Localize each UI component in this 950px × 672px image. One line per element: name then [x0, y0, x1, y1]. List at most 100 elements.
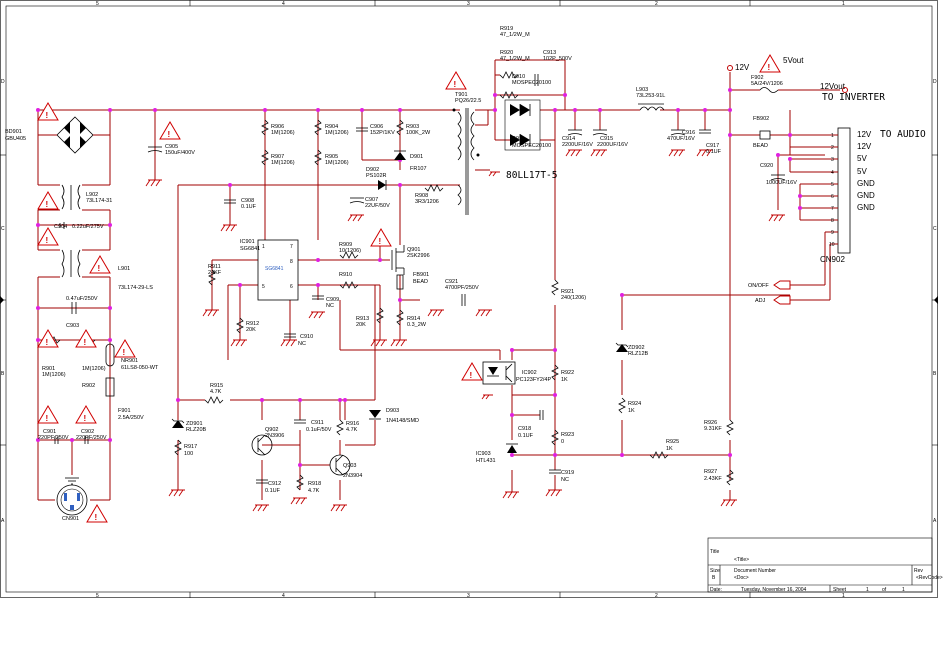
ref-l903: L903 — [636, 87, 648, 93]
val-d902: PS102R — [366, 173, 387, 179]
val-nr901: 61LS8-050-WT — [121, 365, 159, 371]
ref-r913: R913 — [356, 316, 369, 322]
cn902-net: 12V — [857, 142, 872, 151]
val-r926: 9.31KF — [704, 426, 722, 432]
val-r915: 4.7K — [210, 389, 222, 395]
svg-text:!: ! — [768, 63, 771, 72]
val-ic902: PC123FY2/4P — [516, 377, 551, 383]
val-r906: 1M(1206) — [271, 130, 295, 136]
ref-zd901: ZD901 — [186, 421, 203, 427]
ref-r927: R927 — [704, 469, 717, 475]
ref-r925: R925 — [666, 439, 679, 445]
ic901-body — [257, 239, 299, 301]
ref-d910: D910 — [512, 74, 525, 80]
val-r914: 0.3_2W — [407, 322, 427, 328]
val-r903: 100K_2W — [406, 130, 431, 136]
docnum-label: Document Number — [734, 568, 776, 574]
cn902-pin: 6 — [831, 194, 834, 200]
ref-c911: C911 — [311, 420, 324, 426]
ref-c917: C917 — [706, 143, 719, 149]
col-label: 2 — [655, 593, 658, 599]
val-r920: 47_1/2W_M — [500, 56, 530, 62]
ref-r921: R921 — [561, 289, 574, 295]
row-label: A — [1, 518, 5, 524]
val-c919: NC — [561, 477, 569, 483]
output-connector — [825, 127, 851, 254]
cn902-pin: 10 — [829, 242, 835, 248]
diodes — [171, 99, 629, 453]
ref-c908: C908 — [241, 198, 254, 204]
val-r912: 20K — [246, 327, 256, 333]
cn902-net: 5V — [857, 167, 867, 176]
val-zd901: RLZ20B — [186, 427, 207, 433]
rev-value: <RevCode> — [916, 575, 943, 581]
onoff-label: ON/OFF — [748, 283, 769, 289]
val-l903: 73L253-91L — [636, 93, 665, 99]
svg-text:!: ! — [95, 513, 98, 522]
ac-inlet — [56, 484, 88, 516]
val-r916: 4.7K — [346, 427, 358, 433]
cn902-net: 5V — [857, 154, 867, 163]
val-c921: 4700PF/250V — [445, 285, 479, 291]
val-c917: 0.1UF — [706, 149, 722, 155]
ref-c921: C921 — [445, 279, 458, 285]
fuse-and-bead-out — [759, 87, 779, 140]
val-d903: 1N4148/SMD — [386, 418, 419, 424]
main-transformer — [452, 108, 480, 215]
val-c905: 150uF/400V — [165, 150, 195, 156]
val-r907: 1M(1206) — [271, 160, 295, 166]
warning-icon: ! — [159, 121, 181, 140]
ref-d903: D903 — [386, 408, 399, 414]
ref-d901: D901 — [410, 154, 423, 160]
ref-c910: C910 — [300, 334, 313, 340]
net-12v: 12V — [735, 63, 750, 72]
sheet-label: Sheet — [833, 587, 847, 593]
ref-t901: T901 — [455, 92, 468, 98]
warning-icon: ! — [37, 405, 59, 424]
to-audio-label: TO AUDIO — [880, 129, 926, 140]
ref-c912: C912 — [268, 481, 281, 487]
val-r919: 47_1/2W_M — [500, 32, 530, 38]
row-label: A — [933, 518, 937, 524]
ref-c918: C918 — [518, 426, 531, 432]
ic901-pin: 7 — [290, 244, 293, 250]
ref-r903: R903 — [406, 124, 419, 130]
warning-icon: ! — [37, 227, 59, 246]
ref-ic903: IC903 — [476, 451, 491, 457]
ref-c913: C913 — [543, 50, 556, 56]
title-block: Title <Title> Size B Document Number <Do… — [707, 537, 943, 593]
val-c918: 0.1UF — [518, 433, 534, 439]
svg-text:!: ! — [46, 414, 49, 423]
val-r924: 1K — [628, 408, 635, 414]
ic901-pin: 5 — [262, 284, 265, 290]
row-label: B — [1, 371, 5, 377]
val-r917: 100 — [184, 451, 193, 457]
ref-c901: C901 — [43, 429, 56, 435]
ref-l901: L901 — [118, 266, 130, 272]
val-c902: 220PF/250V — [76, 435, 107, 441]
ref-c919: C919 — [561, 470, 574, 476]
svg-text:!: ! — [454, 80, 457, 89]
col-label: 4 — [282, 1, 285, 7]
sheet-frame: 5 4 3 2 1 5 4 3 2 1 D C B A D C B A — [0, 0, 938, 599]
warning-icon: ! — [75, 405, 97, 424]
ref-f901: F901 — [118, 408, 131, 414]
ic901-ref: IC901 — [240, 239, 255, 245]
ref-c920: C920 — [760, 163, 773, 169]
ic901-pin: 8 — [290, 259, 293, 265]
ref-r912: R912 — [246, 321, 259, 327]
val-c913: 102P_500V — [543, 56, 572, 62]
val-l902: 73L174-31 — [86, 198, 112, 204]
ref-r926: R926 — [704, 420, 717, 426]
net-5vout: 5Vout — [783, 56, 804, 65]
val-r901: 1M(1206) — [42, 372, 66, 378]
ref-cn901: CN901 — [62, 516, 79, 522]
val-d910: MOSPEC20100 — [512, 80, 551, 86]
val-c914: 2200UF/16V — [562, 142, 593, 148]
row-label: C — [933, 226, 937, 232]
val-c907: 22UF/50V — [365, 203, 390, 209]
warning-icon: ! — [370, 228, 392, 247]
cn902-net: GND — [857, 191, 875, 200]
val-r909: 10(1206) — [339, 248, 361, 254]
val-c909: NC — [326, 303, 334, 309]
